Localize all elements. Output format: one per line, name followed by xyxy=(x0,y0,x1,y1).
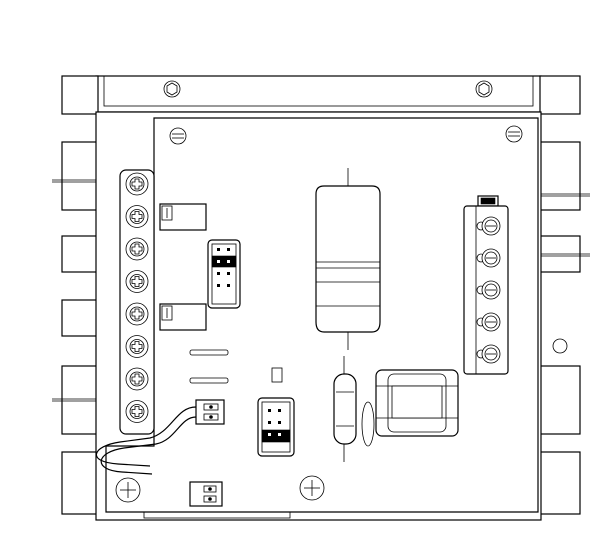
terminal-screw-icon xyxy=(126,336,148,358)
board-screw-bottom-center-icon xyxy=(300,476,324,500)
header-pin xyxy=(227,248,230,251)
header-pin xyxy=(268,433,271,436)
board-screw-top-left-icon xyxy=(170,128,186,144)
mounting-hole xyxy=(553,339,567,353)
heatsink-right-fins xyxy=(540,76,590,514)
jumper-header-center xyxy=(258,398,294,456)
pot-upper-icon xyxy=(160,204,206,230)
header-pin xyxy=(217,284,220,287)
terminal-screw-icon xyxy=(126,401,148,423)
resistor-link-upper xyxy=(190,350,228,355)
header-pin xyxy=(217,260,220,263)
board-screw-top-right-icon xyxy=(506,126,522,142)
header-pin xyxy=(227,260,230,263)
left-terminal-strip xyxy=(120,170,154,434)
terminal-screw-icon xyxy=(126,238,148,260)
resistor-link-lower xyxy=(190,378,228,383)
transformer xyxy=(376,370,458,436)
pot-lower-icon xyxy=(160,304,206,330)
terminal-screw-icon xyxy=(126,368,148,390)
terminal-screw-icon xyxy=(126,206,148,228)
header-pin xyxy=(217,272,220,275)
header-pin xyxy=(268,421,271,424)
header-pin xyxy=(278,433,281,436)
heatsink-top-bar xyxy=(96,76,541,112)
top-bar-screw-right-icon xyxy=(476,81,492,97)
right-terminal-strip xyxy=(464,206,508,374)
right-terminal-header xyxy=(478,196,498,206)
electrolytic-capacitor xyxy=(316,168,380,350)
wire-connector xyxy=(196,400,224,424)
bottom-connector xyxy=(190,482,222,506)
header-pin xyxy=(227,272,230,275)
board-screw-bottom-left-icon xyxy=(116,478,140,502)
top-bar-screw-left-icon xyxy=(164,81,180,97)
header-pin xyxy=(268,409,271,412)
header-pin xyxy=(278,409,281,412)
jumper-header-upper xyxy=(208,240,240,308)
small-component xyxy=(272,368,282,382)
header-pin xyxy=(227,284,230,287)
heatsink-left-fins xyxy=(52,76,98,514)
terminal-screw-icon xyxy=(126,271,148,293)
small-capacitor xyxy=(362,402,374,446)
terminal-screw-icon xyxy=(126,173,148,195)
header-pin xyxy=(217,248,220,251)
header-pin xyxy=(278,421,281,424)
terminal-screw-icon xyxy=(126,303,148,325)
